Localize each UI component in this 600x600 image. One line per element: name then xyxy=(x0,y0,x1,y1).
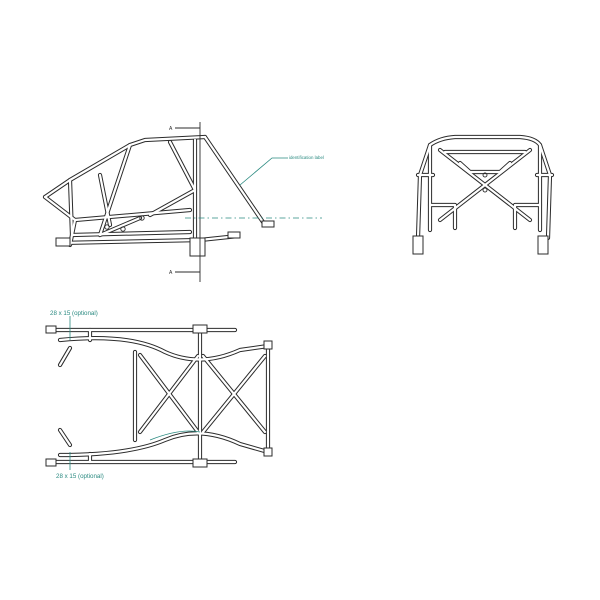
bolt-hole xyxy=(482,172,488,178)
mount-plate xyxy=(263,447,273,457)
base-plate xyxy=(189,237,206,257)
bend-highlight xyxy=(149,430,201,441)
section-marker-top: A xyxy=(169,126,173,132)
side-view-cage: A A identification label xyxy=(45,122,324,282)
bolt-hole xyxy=(120,226,126,232)
rear-view-cage xyxy=(412,137,552,255)
optional-bottom-text: 28 x 15 (optional) xyxy=(56,473,104,480)
front-foot-plate xyxy=(55,237,71,247)
mid-mount-plate xyxy=(227,231,241,239)
mount-plate xyxy=(45,458,57,467)
bolt-hole xyxy=(482,187,488,193)
mount-plate xyxy=(263,340,273,350)
left-foot-plate xyxy=(412,235,424,255)
identification-label-text: identification label xyxy=(289,155,324,160)
identification-label-leader xyxy=(239,157,288,186)
section-marker-bottom: A xyxy=(169,270,173,276)
top-view-cage: 28 x 15 (optional) 28 x 15 (optional) xyxy=(45,310,273,480)
bolt-hole xyxy=(104,224,110,230)
mount-plate xyxy=(192,458,208,468)
right-foot-plate xyxy=(537,235,549,255)
optional-top-text: 28 x 15 (optional) xyxy=(50,310,98,317)
rear-mount-plate xyxy=(261,220,275,228)
mount-plate xyxy=(192,324,208,334)
mount-plate xyxy=(45,325,57,334)
bolt-hole xyxy=(139,215,145,221)
